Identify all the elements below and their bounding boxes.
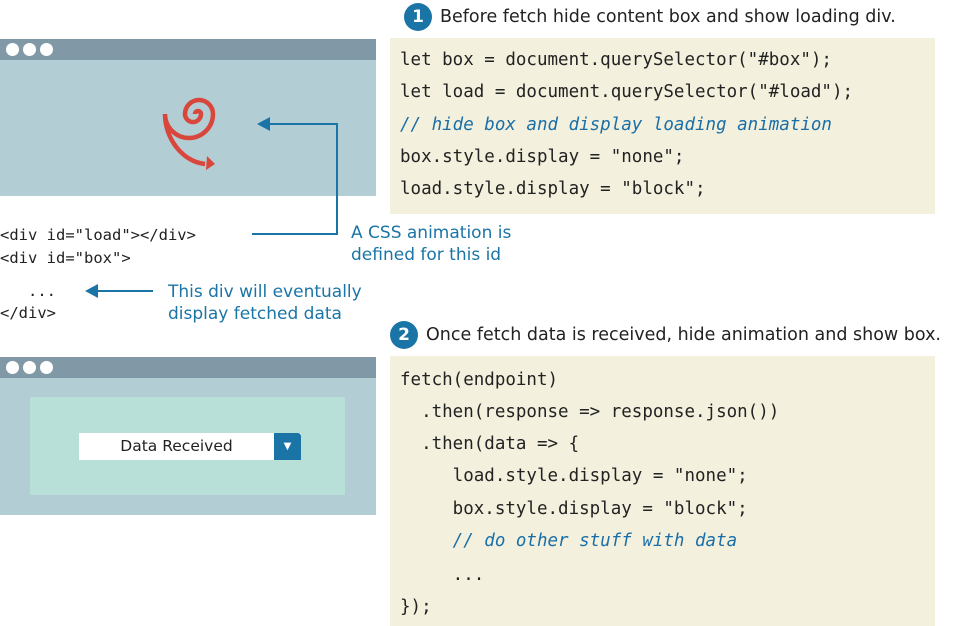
code-line: ... (400, 565, 485, 585)
annotation-line: display fetched data (168, 304, 342, 324)
code-line: box.style.display = "none"; (400, 147, 685, 167)
spinner-icon (162, 97, 216, 170)
html-box-div: <div id="box"> (0, 249, 131, 267)
result-browser-window: Data Received ▼ (0, 357, 376, 515)
loading-browser-window (0, 39, 376, 196)
html-ellipsis: ... (0, 282, 56, 300)
chevron-down-icon[interactable]: ▼ (274, 433, 301, 460)
code-line: box.style.display = "block"; (400, 499, 748, 519)
css-annotation: A CSS animation is defined for this id (351, 222, 511, 266)
html-load-div: <div id="load"></div> (0, 226, 196, 244)
title-bar (0, 357, 376, 378)
code-line: .then(data => { (400, 434, 580, 454)
title-bar (0, 39, 376, 60)
code-line: load.style.display = "none"; (400, 466, 748, 486)
step-number-badge: 2 (390, 321, 418, 349)
step-number-badge: 1 (404, 3, 432, 31)
window-dot (40, 361, 53, 374)
arrowhead-icon (85, 284, 98, 298)
content-box: Data Received ▼ (30, 397, 345, 495)
html-close-div: </div> (0, 304, 56, 322)
code-comment: // hide box and display loading animatio… (400, 115, 832, 135)
step-1-heading: 1 Before fetch hide content box and show… (390, 3, 896, 31)
window-dot (23, 43, 36, 56)
code-line: }); (400, 597, 432, 617)
code-comment: // do other stuff with data (400, 531, 738, 551)
code-line: load.style.display = "block"; (400, 179, 706, 199)
arrowhead-icon (257, 117, 270, 131)
annotation-line: This div will eventually (168, 282, 362, 302)
select-value: Data Received (120, 437, 233, 455)
step-2-heading: 2 Once fetch data is received, hide anim… (390, 321, 941, 349)
code-block-1: let box = document.querySelector("#box")… (390, 38, 935, 214)
code-line: .then(response => response.json()) (400, 402, 780, 422)
step-title: Once fetch data is received, hide animat… (426, 325, 941, 345)
window-dot (6, 361, 19, 374)
code-block-2: fetch(endpoint) .then(response => respon… (390, 356, 935, 626)
annotation-line: defined for this id (351, 245, 502, 265)
annotation-line: A CSS animation is (351, 223, 512, 243)
code-line: let load = document.querySelector("#load… (400, 82, 854, 102)
css-arrow (252, 123, 338, 235)
box-annotation: This div will eventually display fetched… (168, 281, 362, 325)
window-dot (40, 43, 53, 56)
step-title: Before fetch hide content box and show l… (440, 7, 896, 27)
data-select[interactable]: Data Received ▼ (79, 433, 301, 460)
window-dot (6, 43, 19, 56)
code-line: let box = document.querySelector("#box")… (400, 50, 832, 70)
code-line: fetch(endpoint) (400, 370, 559, 390)
window-dot (23, 361, 36, 374)
